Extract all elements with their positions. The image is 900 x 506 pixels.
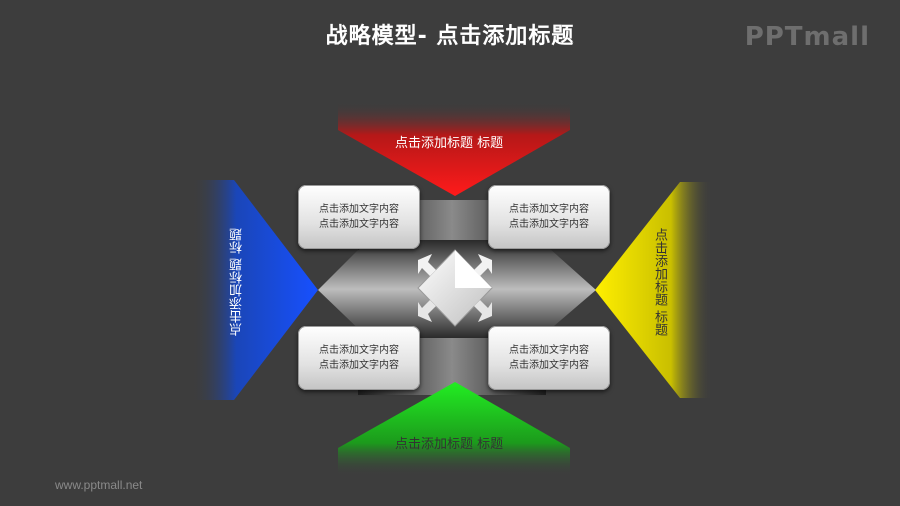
text-box-bottom-right[interactable]: 点击添加文字内容 点击添加文字内容: [488, 326, 610, 390]
four-arrows-diamond-icon: [417, 249, 493, 327]
text-box-top-left[interactable]: 点击添加文字内容 点击添加文字内容: [298, 185, 420, 249]
bottom-title-label[interactable]: 点击添加标题 标题: [395, 437, 504, 452]
text-box-bottom-left[interactable]: 点击添加文字内容 点击添加文字内容: [298, 326, 420, 390]
bottom-pennant: [338, 382, 570, 476]
top-title-label[interactable]: 点击添加标题 标题: [395, 136, 504, 151]
right-title-label[interactable]: 点击添加标题 标题: [652, 228, 667, 337]
top-pennant: [338, 102, 570, 196]
pptmall-logo: PPTmall: [744, 22, 870, 52]
box-text-line: 点击添加文字内容: [509, 204, 589, 215]
left-pennant: [192, 180, 318, 400]
left-title-label[interactable]: 点击添加标题 标题: [230, 228, 245, 337]
box-text-line: 点击添加文字内容: [319, 219, 399, 230]
box-text-line: 点击添加文字内容: [319, 204, 399, 215]
box-text-line: 点击添加文字内容: [319, 345, 399, 356]
text-box-top-right[interactable]: 点击添加文字内容 点击添加文字内容: [488, 185, 610, 249]
box-text-line: 点击添加文字内容: [509, 360, 589, 371]
right-pennant: [595, 182, 712, 398]
box-text-line: 点击添加文字内容: [319, 360, 399, 371]
footer-url: www.pptmall.net: [55, 478, 143, 492]
page-title: 战略模型- 点击添加标题: [325, 24, 575, 49]
box-text-line: 点击添加文字内容: [509, 219, 589, 230]
box-text-line: 点击添加文字内容: [509, 345, 589, 356]
